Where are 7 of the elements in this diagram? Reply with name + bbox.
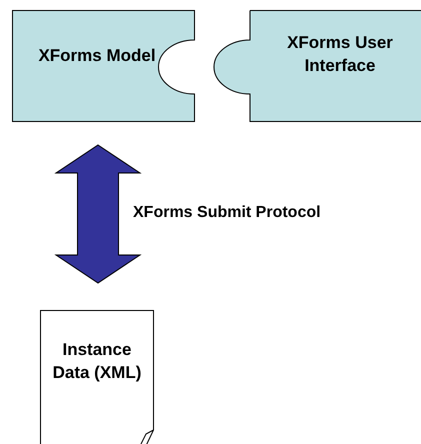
node-label: XForms User Interface xyxy=(286,32,394,77)
puzzle-piece xyxy=(212,10,421,122)
node-label: XForms Model xyxy=(37,45,157,67)
double-arrow xyxy=(54,144,142,284)
document-shape xyxy=(40,310,154,444)
node-label: Instance Data (XML) xyxy=(52,339,142,384)
puzzle-piece xyxy=(12,10,195,122)
